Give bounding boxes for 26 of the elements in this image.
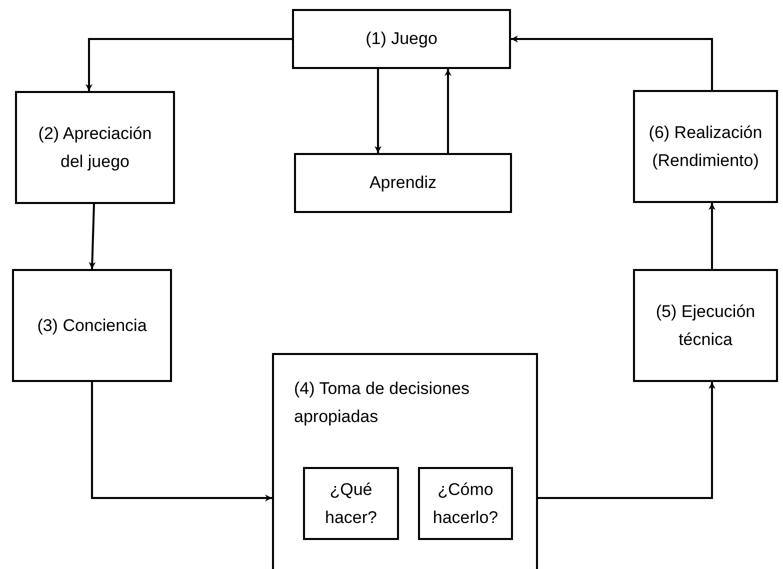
box-label: (2) Apreciación del juego bbox=[37, 122, 153, 172]
box-label: (6) Realización (Rendimiento) bbox=[648, 122, 764, 172]
process-box bbox=[272, 353, 538, 569]
box-label: ¿Qué hacer? bbox=[324, 478, 378, 528]
box-label: (5) Ejecución técnica bbox=[654, 300, 756, 350]
box-label: (4) Toma de decisiones apropiadas bbox=[294, 378, 470, 428]
process-box bbox=[12, 269, 172, 382]
box-label: ¿Cómo hacerlo? bbox=[432, 478, 500, 528]
process-box bbox=[15, 91, 175, 204]
box-label: Aprendiz bbox=[369, 172, 437, 194]
box-label: (3) Conciencia bbox=[37, 314, 147, 336]
arrow bbox=[88, 204, 96, 270]
process-box bbox=[418, 467, 513, 540]
arrow bbox=[708, 203, 716, 269]
arrow bbox=[91, 382, 272, 502]
process-box bbox=[633, 269, 778, 382]
process-box bbox=[292, 9, 511, 69]
box-label: (1) Juego bbox=[366, 28, 438, 50]
arrow bbox=[444, 69, 452, 153]
process-box bbox=[633, 90, 778, 203]
arrow bbox=[538, 382, 716, 499]
process-box bbox=[303, 467, 399, 540]
arrow bbox=[511, 36, 713, 90]
process-box bbox=[294, 153, 512, 213]
arrow bbox=[86, 38, 292, 91]
arrow bbox=[374, 69, 382, 153]
